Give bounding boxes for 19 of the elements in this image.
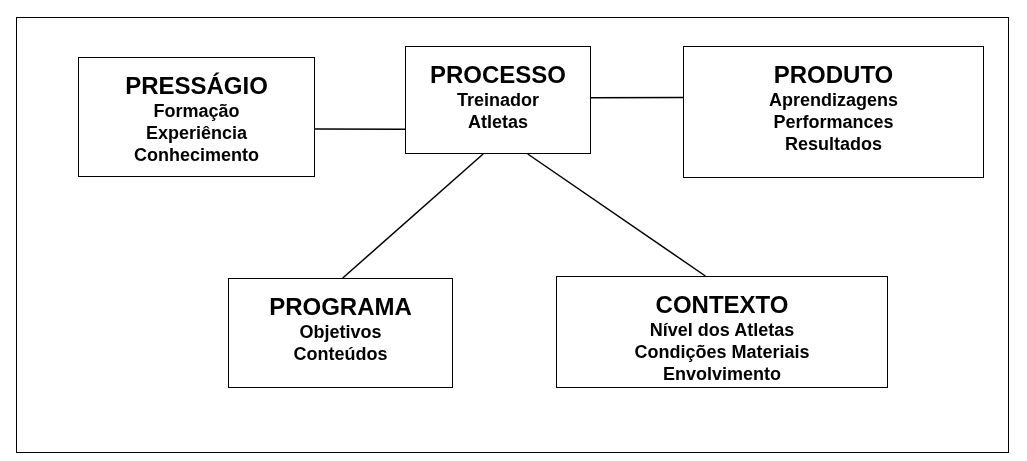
box-text: Objetivos Conteúdos: [292, 321, 389, 365]
connector-line: [342, 153, 484, 279]
connector-line: [314, 128, 406, 130]
process-box: [556, 276, 888, 388]
box-heading: PROGRAMA: [269, 293, 412, 321]
process-box: [683, 46, 984, 178]
box-heading: CONTEXTO: [655, 291, 789, 319]
box-text: Nível dos Atletas Condições Materiais Envolvimento: [633, 319, 811, 385]
box-text: Aprendizagens Performances Resultados: [768, 89, 899, 155]
process-box: [405, 46, 591, 154]
box-heading: PRODUTO: [773, 61, 894, 89]
process-box: [78, 57, 315, 177]
box-heading: PRESSÁGIO: [125, 72, 268, 100]
box-text: Treinador Atletas: [456, 89, 540, 133]
process-box: [228, 278, 453, 388]
connector-line: [590, 96, 684, 99]
box-text: Formação Experiência Conhecimento: [133, 100, 260, 166]
connector-line: [527, 153, 707, 277]
box-heading: PROCESSO: [430, 61, 566, 89]
